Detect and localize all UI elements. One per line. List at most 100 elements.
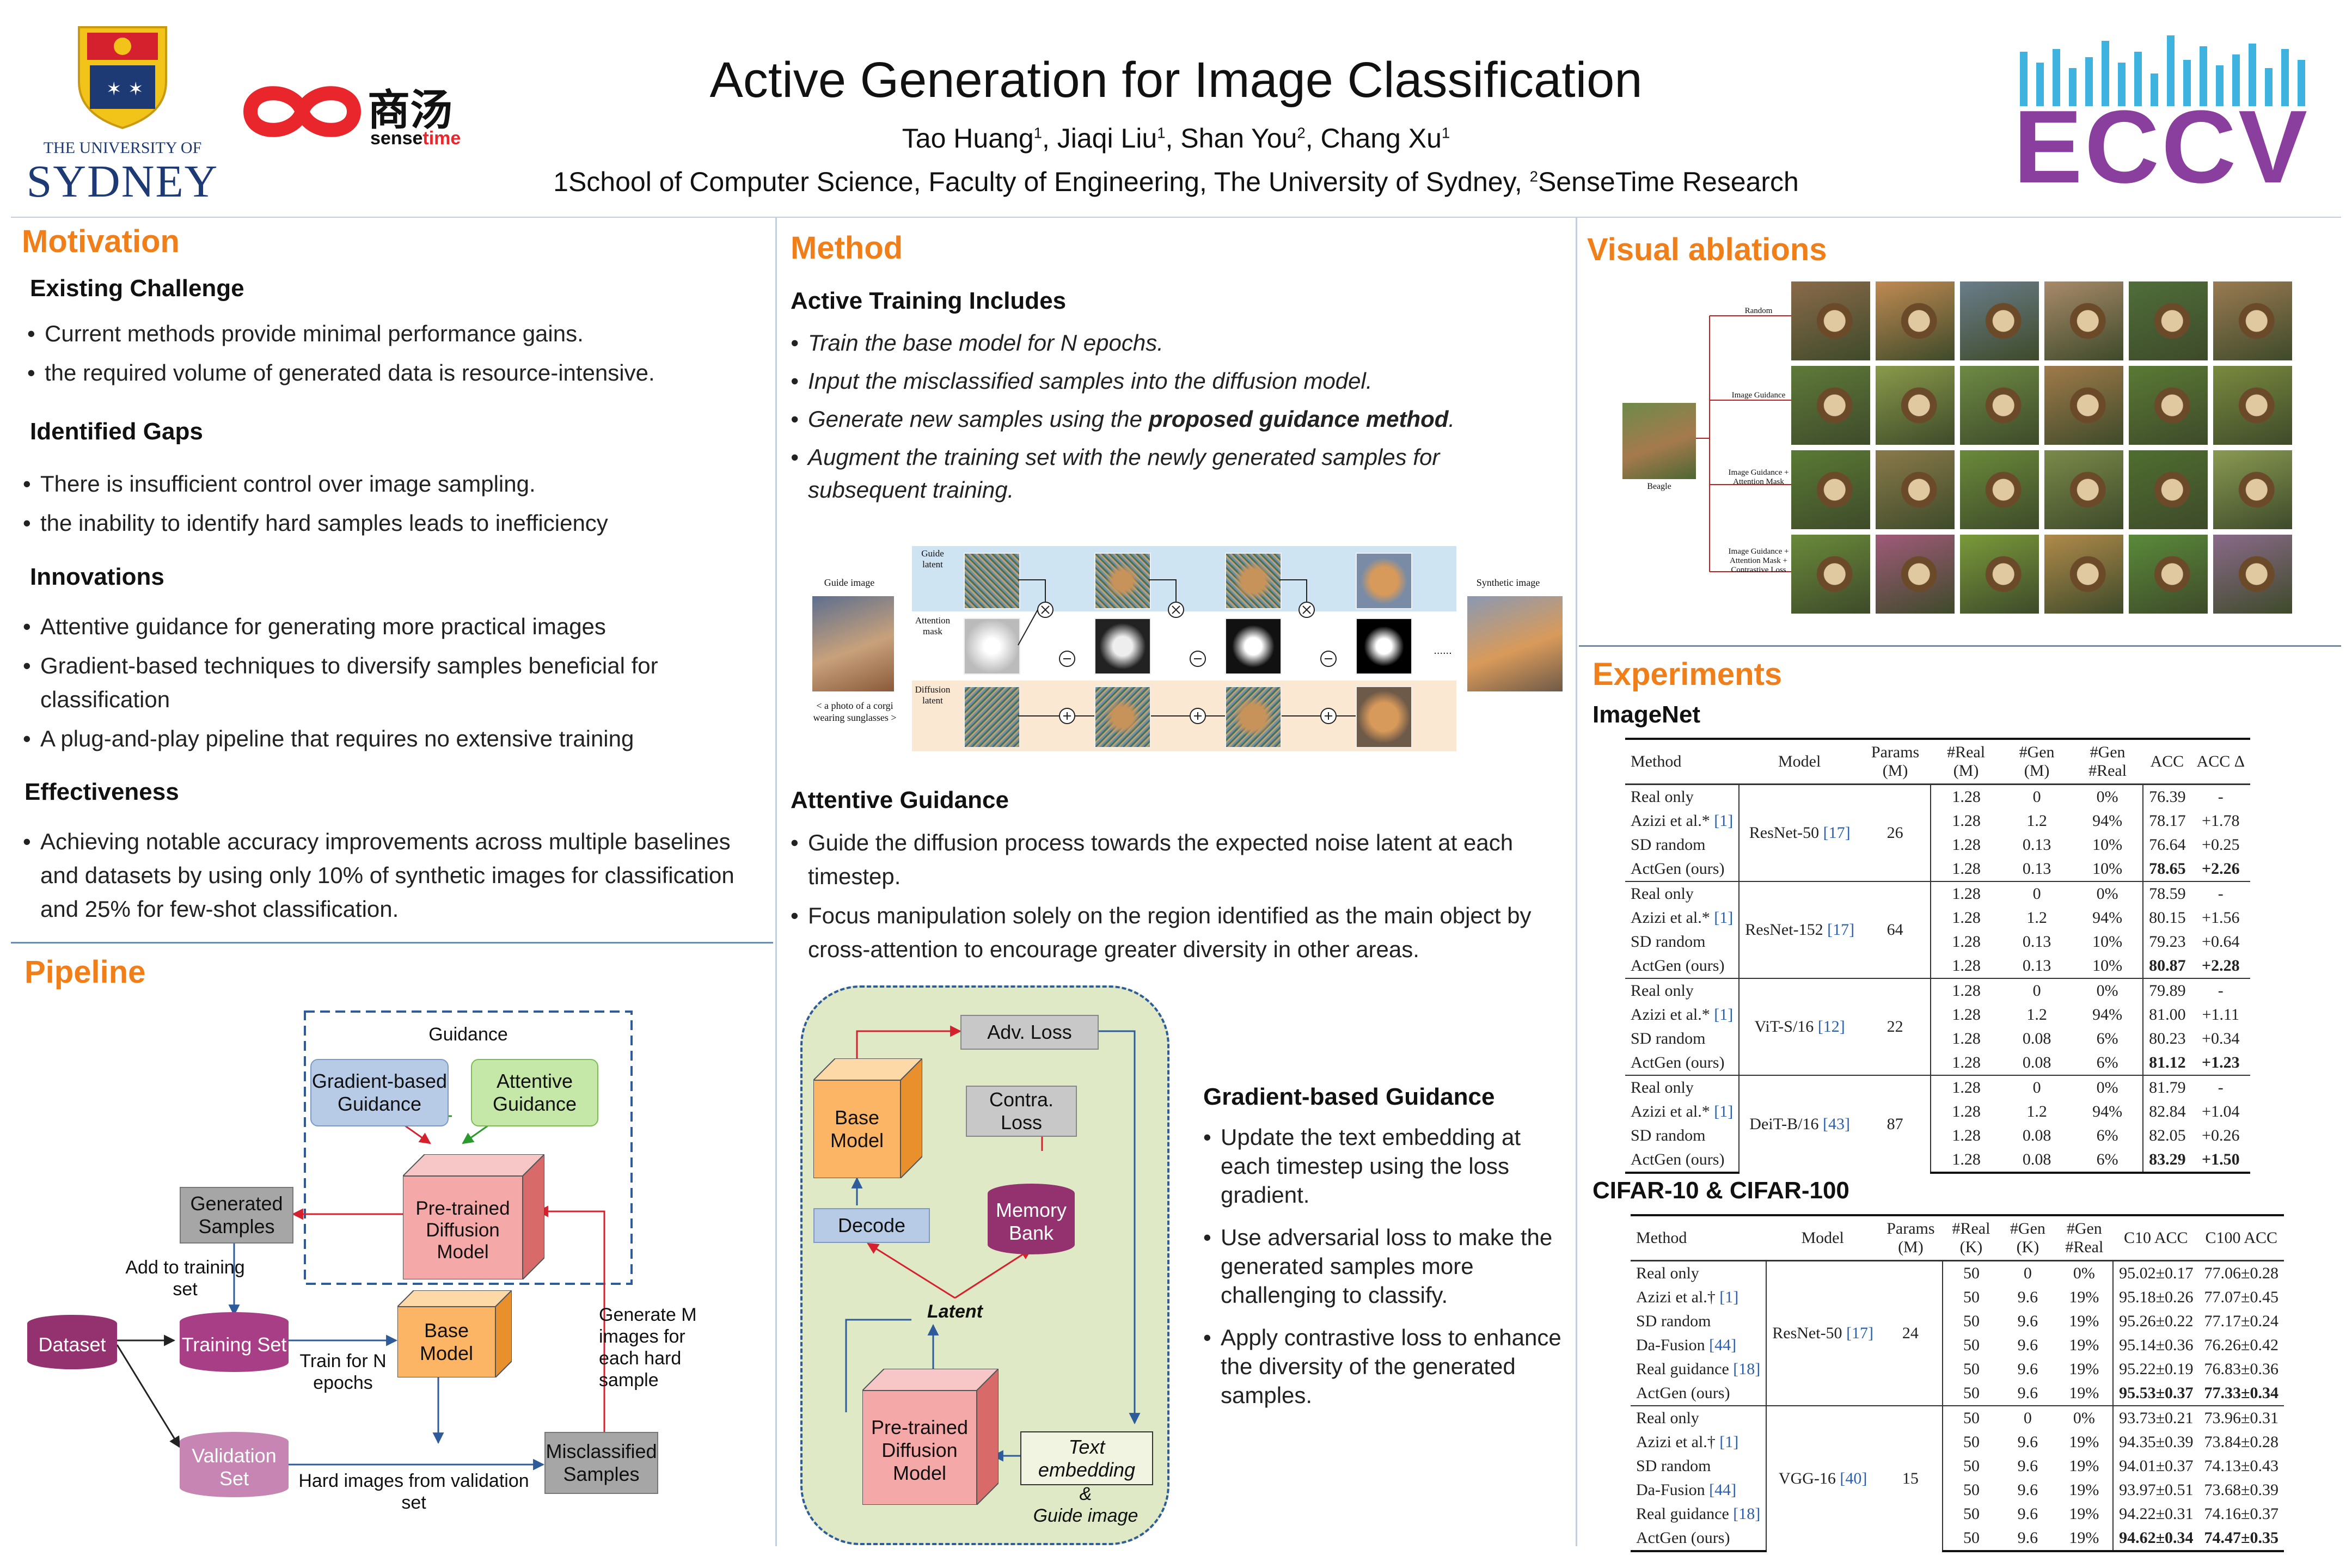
table-header: C100 ACC	[2198, 1214, 2284, 1261]
model-cell: VGG-16 [40]	[1766, 1405, 1879, 1551]
model-cell: ResNet-152 [17]	[1738, 881, 1860, 978]
affiliation-1: 1School of Computer Science, Faculty of …	[553, 167, 1530, 197]
active-item: Augment the training set with the newly …	[791, 441, 1553, 506]
ablation-row-label-3: Image Guidance + Attention Mask	[1728, 468, 1789, 486]
value-cell: 50	[1963, 1264, 1980, 1282]
value-cell: 19%	[2069, 1433, 2099, 1451]
method-cell: SD random	[1631, 1126, 1706, 1144]
value-cell: +1.56	[2202, 909, 2240, 927]
experiments-heading: Experiments	[1592, 657, 1783, 692]
sensetime-logo-en: sensetime	[370, 128, 461, 149]
value-cell: 19%	[2069, 1312, 2099, 1330]
attention-mask-label: Attention mask	[915, 615, 951, 636]
gaps-title: Identified Gaps	[30, 418, 203, 445]
model-cell: ViT-S/16 [12]	[1738, 978, 1860, 1075]
ablation-thumbnail	[1876, 535, 1955, 614]
model-cell: ResNet-50 [17]	[1766, 1260, 1879, 1406]
diag-diffusion-cube-icon	[862, 1369, 999, 1505]
mask-2	[1094, 618, 1151, 675]
value-cell: 79.89	[2142, 978, 2191, 1003]
method-cell: SD random	[1636, 1312, 1711, 1330]
value-cell: 73.84±0.28	[2204, 1433, 2278, 1451]
value-cell: 1.28	[1952, 1030, 1981, 1048]
value-cell: -	[2191, 1075, 2251, 1100]
params-cell: 15	[1879, 1405, 1943, 1551]
sensetime-logo: 商汤 sensetime	[240, 76, 479, 158]
noise-latent-4	[1356, 553, 1412, 609]
value-cell: +0.34	[2202, 1030, 2240, 1048]
value-cell: 0.08	[2022, 1126, 2051, 1144]
sensetime-logo-en-a: sense	[370, 128, 423, 149]
contra-loss-box: Contra. Loss	[966, 1086, 1077, 1137]
value-cell: 50	[1942, 1526, 2000, 1552]
table-header: C10 ACC	[2113, 1214, 2199, 1261]
method-cell: Azizi et al.* [1]	[1631, 1102, 1734, 1120]
table-header: ACC Δ	[2191, 738, 2251, 785]
base-model-cube-icon	[397, 1290, 512, 1377]
prompt-label: < a photo of a corgi wearing sunglasses …	[813, 700, 897, 723]
source-image	[1622, 403, 1696, 479]
generate-m-label: Generate M images for each hard sample	[599, 1304, 697, 1391]
value-cell: 0%	[2055, 1405, 2114, 1430]
value-cell: 0.13	[2022, 836, 2051, 854]
affiliation-2-sup: 2	[1529, 168, 1538, 185]
value-cell: 1.2	[2026, 1102, 2047, 1120]
gradient-guidance-title: Gradient-based Guidance	[1203, 1083, 1495, 1110]
method-cell: Real only	[1631, 788, 1694, 806]
citation: [44]	[1709, 1336, 1737, 1354]
author-2: Jiaqi Liu	[1057, 123, 1157, 154]
value-cell: 9.6	[2017, 1312, 2038, 1330]
value-cell: 50	[1963, 1312, 1980, 1330]
ablation-thumbnail	[2129, 535, 2208, 614]
value-cell: 73.68±0.39	[2204, 1481, 2278, 1499]
value-cell: 50	[1963, 1481, 1980, 1499]
method-cell: Azizi et al.* [1]	[1631, 909, 1734, 927]
value-cell: 81.79	[2142, 1075, 2191, 1100]
active-training-title: Active Training Includes	[791, 287, 1067, 314]
ablation-thumbnail	[2129, 281, 2208, 360]
latent-label: Latent	[927, 1301, 983, 1322]
citation: [44]	[1709, 1481, 1737, 1499]
method-cell: Real guidance [18]	[1636, 1505, 1761, 1523]
mask-1	[964, 618, 1020, 675]
value-cell: 1.2	[2026, 909, 2047, 927]
training-set-cylinder-shape	[180, 1312, 289, 1372]
innovations-title: Innovations	[30, 564, 164, 590]
citation: [17]	[1823, 824, 1851, 842]
value-cell: 94.62±0.34	[2112, 1526, 2199, 1552]
value-cell: -	[2218, 788, 2224, 806]
table-header: Model	[1739, 738, 1860, 785]
value-cell: 80.23	[2142, 1027, 2191, 1051]
value-cell: +1.04	[2202, 1102, 2240, 1120]
misclassified-box: Misclassified Samples	[544, 1432, 658, 1494]
eccv-logo-text: ECCV	[2013, 89, 2310, 205]
dataset-cylinder: Dataset	[27, 1315, 117, 1369]
value-cell: 74.47±0.35	[2198, 1526, 2284, 1552]
value-cell: +1.50	[2191, 1148, 2251, 1174]
value-cell: 77.33±0.34	[2204, 1384, 2278, 1402]
source-label: Beagle	[1647, 482, 1671, 491]
author-4: Chang Xu	[1320, 123, 1442, 154]
value-cell: +0.25	[2202, 836, 2240, 854]
value-cell: 50	[1963, 1360, 1980, 1378]
ablation-branches	[1696, 315, 1799, 572]
value-cell: 95.02±0.17	[2112, 1260, 2199, 1285]
value-cell: 1.28	[1931, 1075, 2002, 1100]
method-cell: Da-Fusion [44]	[1636, 1481, 1737, 1499]
value-cell: 74.16±0.37	[2204, 1505, 2278, 1523]
value-cell: 0	[2001, 978, 2073, 1003]
citation: [17]	[1846, 1324, 1874, 1342]
validation-set-cylinder: Validation Set	[180, 1432, 289, 1497]
method-cell: SD random	[1631, 836, 1706, 854]
citation: [18]	[1733, 1360, 1761, 1378]
value-cell: 6%	[2096, 1030, 2118, 1048]
diffusion-latent-3	[1225, 686, 1282, 748]
